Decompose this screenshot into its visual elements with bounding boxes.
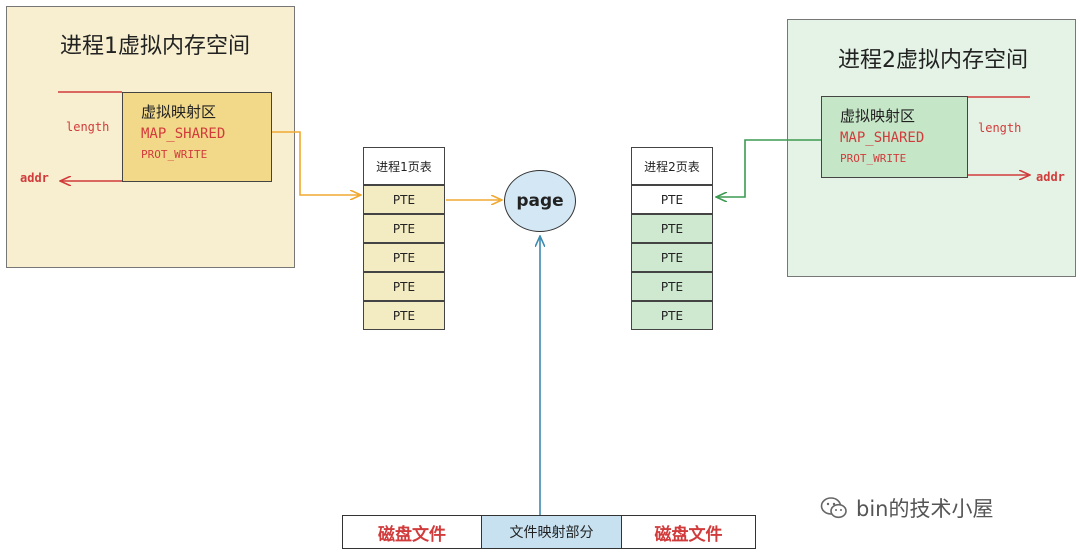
process2-pte: PTE xyxy=(631,214,713,243)
process1-pte: PTE xyxy=(363,301,445,330)
watermark-text: bin的技术小屋 xyxy=(856,497,994,521)
process1-page-table: 进程1页表 PTE PTE PTE PTE PTE xyxy=(363,147,445,330)
process1-region-title: 虚拟映射区 xyxy=(141,103,217,121)
process1-pte: PTE xyxy=(363,214,445,243)
physical-page-node: page xyxy=(504,170,576,232)
file-mapped-part: 文件映射部分 xyxy=(481,516,622,548)
disk-file-bar: 磁盘文件 文件映射部分 磁盘文件 xyxy=(342,515,756,549)
process2-pte: PTE xyxy=(631,272,713,301)
process1-pte: PTE xyxy=(363,185,445,214)
process1-map-flag: MAP_SHARED xyxy=(141,126,226,142)
process2-to-pagetable-arrow xyxy=(716,139,821,197)
process1-length-label: length xyxy=(66,120,110,134)
process2-space-title: 进程2虚拟内存空间 xyxy=(838,48,1028,73)
process2-region-title: 虚拟映射区 xyxy=(840,107,916,125)
process2-pte: PTE xyxy=(631,243,713,272)
process2-pte: PTE xyxy=(631,185,713,214)
process1-page-table-title: 进程1页表 xyxy=(363,147,445,185)
process2-length-label: length xyxy=(978,121,1022,135)
process1-addr-label: addr xyxy=(20,171,49,185)
process1-space-title: 进程1虚拟内存空间 xyxy=(60,34,250,59)
wechat-icon xyxy=(820,497,847,519)
process2-mapping-region: 虚拟映射区 MAP_SHARED PROT_WRITE xyxy=(821,96,968,178)
process1-pte: PTE xyxy=(363,243,445,272)
process2-pte: PTE xyxy=(631,301,713,330)
process2-page-table-title: 进程2页表 xyxy=(631,147,713,185)
process2-page-table: 进程2页表 PTE PTE PTE PTE PTE xyxy=(631,147,713,330)
process1-to-pagetable-arrow xyxy=(272,131,361,195)
process2-map-flag: MAP_SHARED xyxy=(840,130,925,146)
disk-file-right: 磁盘文件 xyxy=(654,524,723,545)
process1-pte: PTE xyxy=(363,272,445,301)
process1-mapping-region: 虚拟映射区 MAP_SHARED PROT_WRITE xyxy=(122,92,272,182)
process1-prot-flag: PROT_WRITE xyxy=(141,148,208,161)
watermark: bin的技术小屋 xyxy=(820,493,993,523)
process2-prot-flag: PROT_WRITE xyxy=(840,152,907,165)
process2-addr-label: addr xyxy=(1036,170,1065,184)
disk-file-left: 磁盘文件 xyxy=(378,524,446,545)
